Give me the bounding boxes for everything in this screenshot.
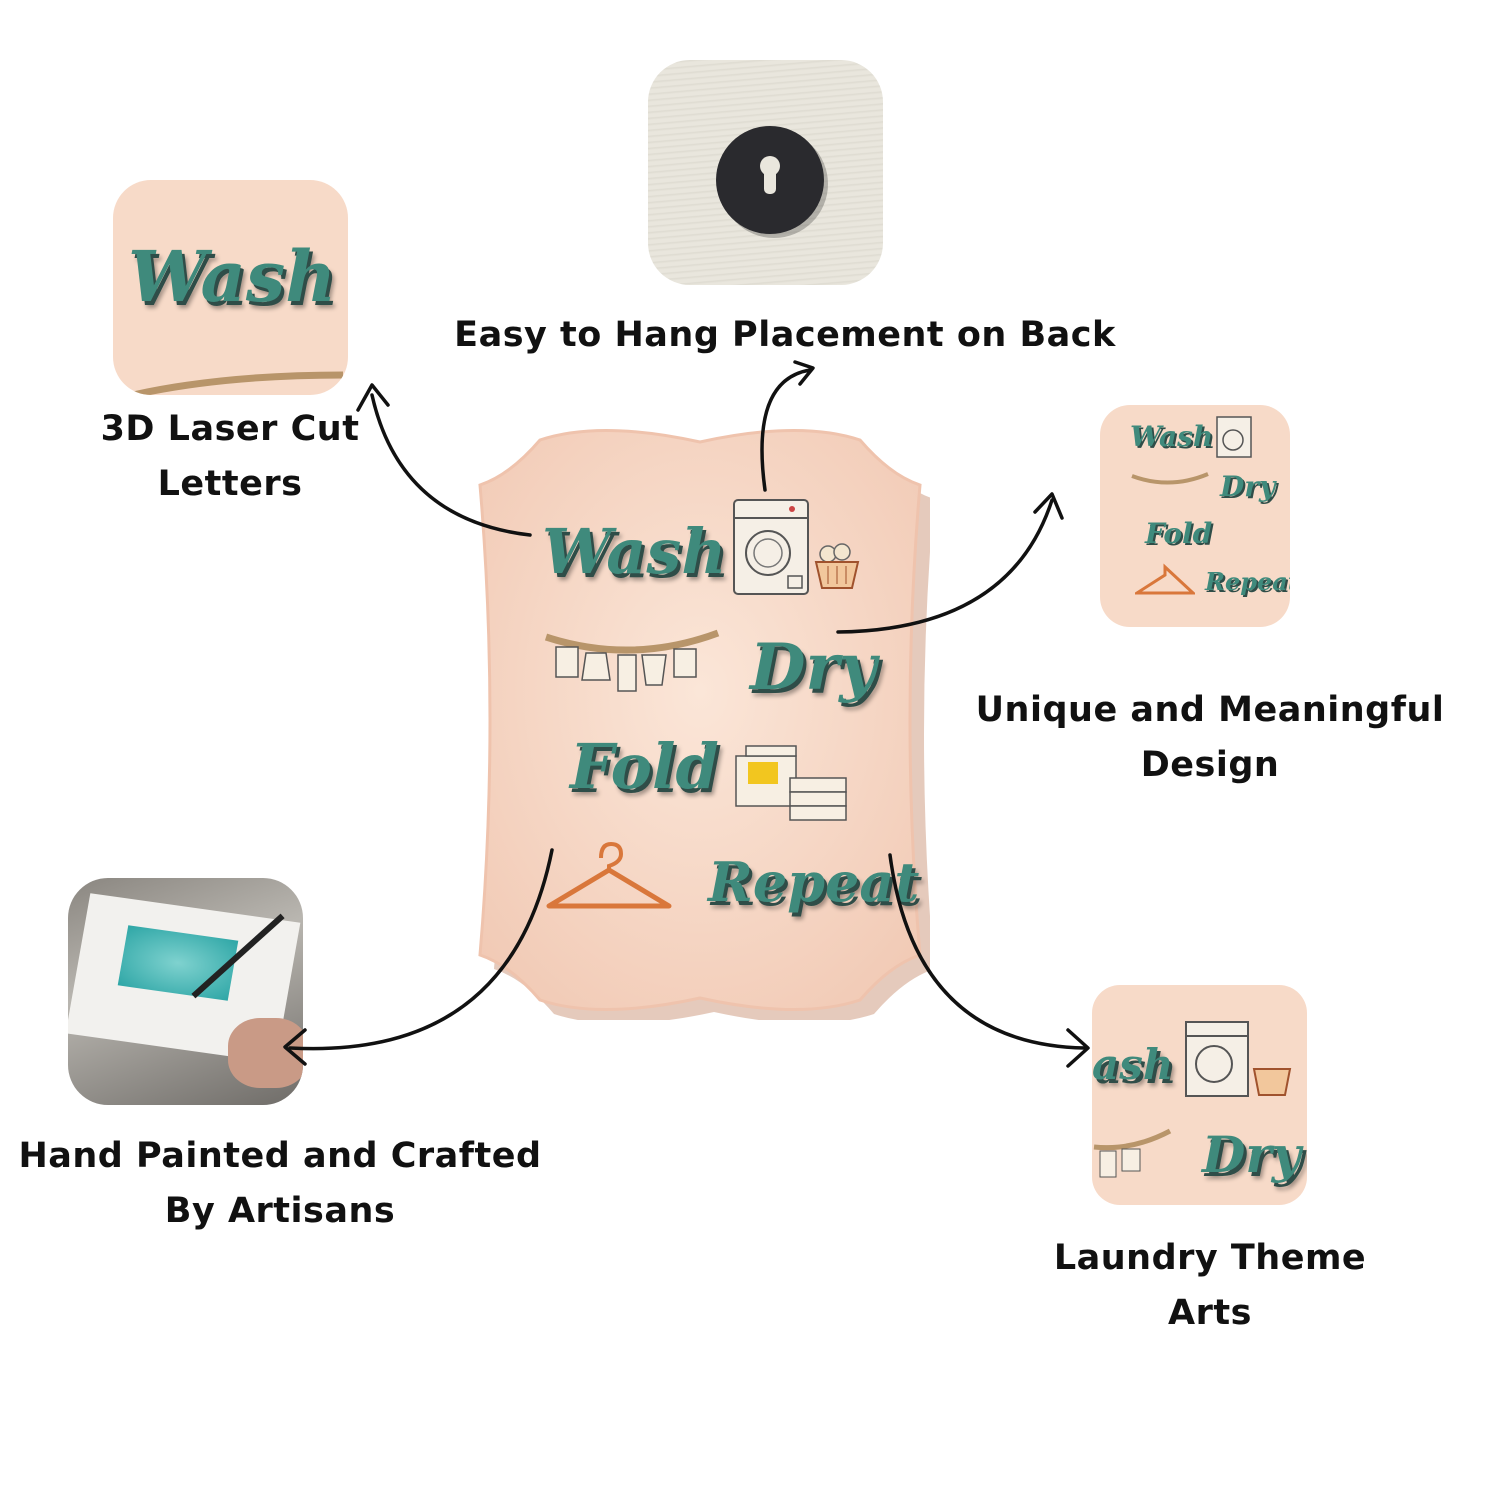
sign-word-dry: Dry [750,630,877,705]
sign-word-repeat: Repeat [708,850,920,914]
clothesline-icon [544,629,720,692]
thumb-theme-basket-icon [1252,1068,1292,1096]
thumb-theme-word-2: Dry [1202,1125,1301,1184]
thumb-hand [228,1018,303,1088]
caption-unique: Unique and Meaningful Design [975,690,1445,785]
thumb-unique-hanger-icon [1135,563,1195,595]
thumb-laser-rope [132,371,344,395]
keyhole-hanger-icon [716,126,828,238]
caption-hang: Easy to Hang Placement on Back [454,315,1116,355]
thumb-unique-rope [1131,472,1209,485]
thumb-unique-design: Wash Dry Fold Repeat [1100,405,1290,627]
caption-hand-painted: Hand Painted and Crafted By Artisans [18,1136,542,1231]
thumb-theme-clothesline [1093,1128,1172,1178]
thumb-unique-word-3: Fold [1145,517,1213,550]
thumb-laser-word: Wash [128,235,337,318]
thumb-hang-back [648,60,883,285]
folded-clothes-icon [735,745,847,821]
thumb-theme-machine-icon [1185,1021,1249,1097]
thumb-unique-machine-icon [1216,416,1252,458]
laundry-basket-icon [814,543,860,589]
thumb-laundry-theme: ash Dry [1092,985,1307,1205]
sign-word-wash: Wash [542,515,727,588]
caption-laundry-theme: Laundry Theme Arts [1053,1238,1367,1333]
wall-sign: Wash Dry Fold Repeat [470,420,930,1020]
washing-machine-icon [733,499,809,595]
thumb-laser-cut: Wash [113,180,348,395]
thumb-theme-word-1: ash [1092,1040,1174,1089]
thumb-hand-painted [68,878,303,1105]
thumb-unique-word-1: Wash [1130,420,1214,453]
sign-board [478,428,930,1020]
hanger-icon [546,841,672,909]
thumb-unique-word-4: Repeat [1205,567,1290,596]
thumb-unique-word-2: Dry [1220,470,1276,503]
sign-word-fold: Fold [570,730,719,803]
caption-laser-cut: 3D Laser Cut Letters [100,409,360,504]
